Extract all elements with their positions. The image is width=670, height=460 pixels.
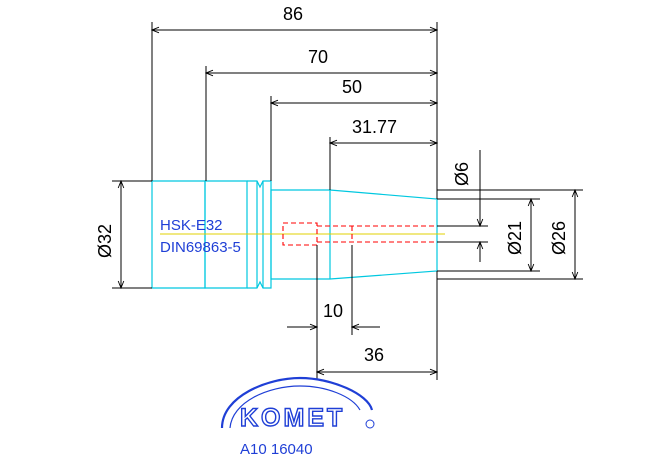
logo-arc-outer — [220, 376, 374, 429]
dim-70-label: 70 — [308, 47, 328, 67]
dim-50-label: 50 — [342, 77, 362, 97]
part-label-hsk: HSK-E32 — [160, 217, 223, 234]
dia-32-label: Ø32 — [95, 224, 115, 258]
komet-logo: KOMET — [220, 376, 375, 433]
hidden-bore — [282, 222, 437, 246]
horizontal-dimensions — [152, 22, 437, 380]
dim-3177-label: 31.77 — [352, 117, 397, 137]
dim-86-label: 86 — [283, 4, 303, 24]
part-label-din: DIN69863-5 — [160, 239, 241, 256]
dim-10-label: 10 — [323, 301, 343, 321]
dia-6-label: Ø6 — [452, 162, 472, 186]
dia-21-label: Ø21 — [505, 221, 525, 255]
coolant-pocket — [282, 222, 318, 246]
logo-brand-text: KOMET — [240, 404, 345, 432]
registered-circle — [365, 419, 375, 429]
article-number: A10 16040 — [240, 441, 313, 458]
dim-36-label: 36 — [364, 345, 384, 365]
dia-26-label: Ø26 — [549, 221, 569, 255]
diameter-dimensions — [112, 150, 583, 288]
logo-arc-inner — [229, 385, 361, 429]
